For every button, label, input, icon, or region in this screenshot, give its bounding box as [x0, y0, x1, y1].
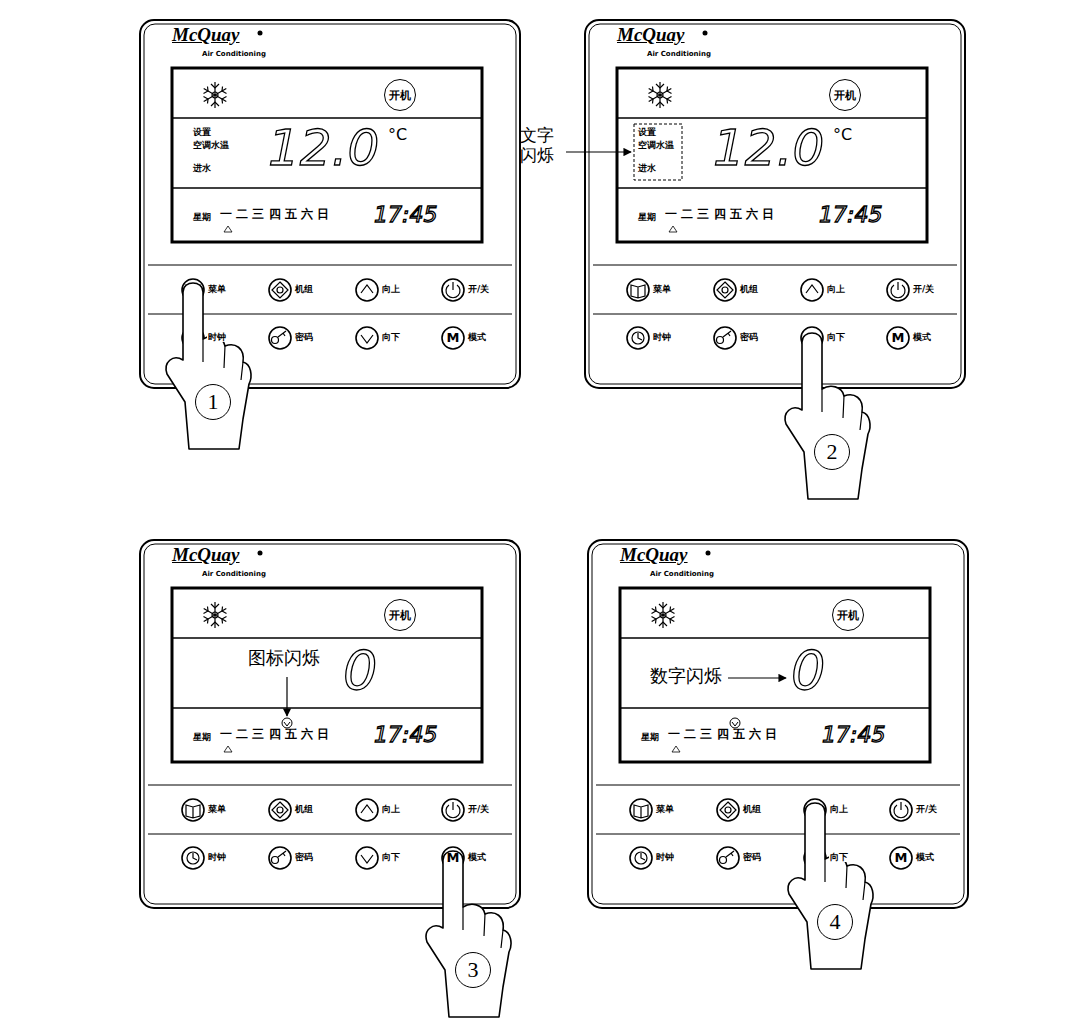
- button-label: 模式: [467, 852, 487, 862]
- parameter-digit: 0: [343, 640, 377, 702]
- status-text: 开机: [389, 88, 411, 103]
- power-status-circle: 开机: [829, 79, 861, 111]
- annotation: 文字闪烁: [520, 126, 556, 165]
- button-label: 时钟: [655, 852, 675, 862]
- button-label: 向下: [826, 332, 846, 342]
- button-label: 菜单: [207, 284, 227, 294]
- button-label: 菜单: [207, 804, 227, 814]
- clock-digits: 17:45: [374, 202, 437, 227]
- button-label: 向上: [826, 284, 846, 294]
- brand-logo: McQuay: [620, 544, 688, 566]
- button-label: 开/关: [912, 284, 935, 294]
- button-label: 机组: [294, 284, 314, 294]
- weekday-label: 星期: [641, 732, 659, 742]
- button-label: 模式: [912, 332, 932, 342]
- callout-number: 4: [830, 909, 841, 935]
- unit-text: °C: [833, 126, 852, 144]
- weekday-row: 一 二 三 四 五 六 日: [220, 208, 329, 222]
- button-label: 密码: [294, 332, 314, 342]
- button-label: 机组: [294, 804, 314, 814]
- button-label: 模式: [467, 332, 487, 342]
- button-label: 时钟: [652, 332, 672, 342]
- brand-subtitle: Air Conditioning: [202, 50, 266, 58]
- weekday-row: 一 二 三 四 五 六 日: [665, 208, 774, 222]
- temperature-digits: 12.0: [713, 120, 824, 178]
- screen-text: 空调水温: [193, 140, 229, 150]
- button-label: 开/关: [467, 804, 490, 814]
- button-label: 向上: [381, 284, 401, 294]
- screen-text: 空调水温: [638, 140, 674, 150]
- button-label: 时钟: [207, 332, 227, 342]
- screen-text: 进水: [193, 163, 211, 173]
- weekday-row: 一 二 三 四 五 六 日: [220, 728, 329, 742]
- callout-number: 2: [827, 439, 838, 465]
- button-label: 向上: [381, 804, 401, 814]
- unit-text: °C: [388, 126, 407, 144]
- screen-text: 设置: [193, 127, 211, 137]
- status-text: 开机: [837, 608, 859, 623]
- button-label: 密码: [742, 852, 762, 862]
- controller-panel: McQuayAir Conditioning 开机: [140, 540, 520, 908]
- button-label: 模式: [915, 852, 935, 862]
- weekday-row: 一 二 三 四 五 六 日: [668, 728, 777, 742]
- button-label: 密码: [739, 332, 759, 342]
- button-label: 开/关: [915, 804, 938, 814]
- brand-subtitle: Air Conditioning: [647, 50, 711, 58]
- annotation: 数字闪烁: [650, 666, 722, 687]
- step-callout: 3: [455, 952, 491, 988]
- weekday-label: 星期: [193, 212, 211, 222]
- callout-number: 3: [468, 957, 479, 983]
- annotation: 图标闪烁: [248, 648, 320, 669]
- callout-number: 1: [208, 389, 219, 415]
- button-label: 机组: [739, 284, 759, 294]
- power-status-circle: 开机: [832, 599, 864, 631]
- button-label: 向上: [829, 804, 849, 814]
- weekday-label: 星期: [193, 732, 211, 742]
- power-status-circle: 开机: [384, 79, 416, 111]
- screen-text: 设置: [638, 127, 656, 137]
- button-label: 机组: [742, 804, 762, 814]
- button-label: 时钟: [207, 852, 227, 862]
- mode-icon-letter: M: [447, 331, 460, 346]
- clock-digits: 17:45: [819, 202, 882, 227]
- screen-text: 进水: [638, 163, 656, 173]
- controller-panel: McQuayAir Conditioning 开机: [588, 540, 968, 908]
- mode-icon-letter: M: [895, 851, 908, 866]
- brand-subtitle: Air Conditioning: [202, 570, 266, 578]
- button-label: 向下: [381, 852, 401, 862]
- button-label: 密码: [294, 852, 314, 862]
- brand-logo: McQuay: [172, 544, 240, 566]
- mode-icon-letter: M: [892, 331, 905, 346]
- controller-panel: McQuayAir Conditioning 开机: [140, 20, 520, 388]
- button-label: 开/关: [467, 284, 490, 294]
- brand-logo: McQuay: [172, 24, 240, 46]
- brand-logo: McQuay: [617, 24, 685, 46]
- weekday-label: 星期: [638, 212, 656, 222]
- status-text: 开机: [834, 88, 856, 103]
- parameter-digit: 0: [791, 640, 825, 702]
- button-label: 菜单: [655, 804, 675, 814]
- controller-panel: McQuayAir Conditioning 开机: [585, 20, 965, 388]
- step-callout: 4: [817, 904, 853, 940]
- power-status-circle: 开机: [384, 599, 416, 631]
- step-callout: 1: [195, 384, 231, 420]
- temperature-digits: 12.0: [268, 120, 379, 178]
- status-text: 开机: [389, 608, 411, 623]
- brand-subtitle: Air Conditioning: [650, 570, 714, 578]
- clock-digits: 17:45: [822, 722, 885, 747]
- clock-digits: 17:45: [374, 722, 437, 747]
- step-callout: 2: [814, 434, 850, 470]
- mode-icon-letter: M: [447, 851, 460, 866]
- button-label: 向下: [829, 852, 849, 862]
- button-label: 菜单: [652, 284, 672, 294]
- button-label: 向下: [381, 332, 401, 342]
